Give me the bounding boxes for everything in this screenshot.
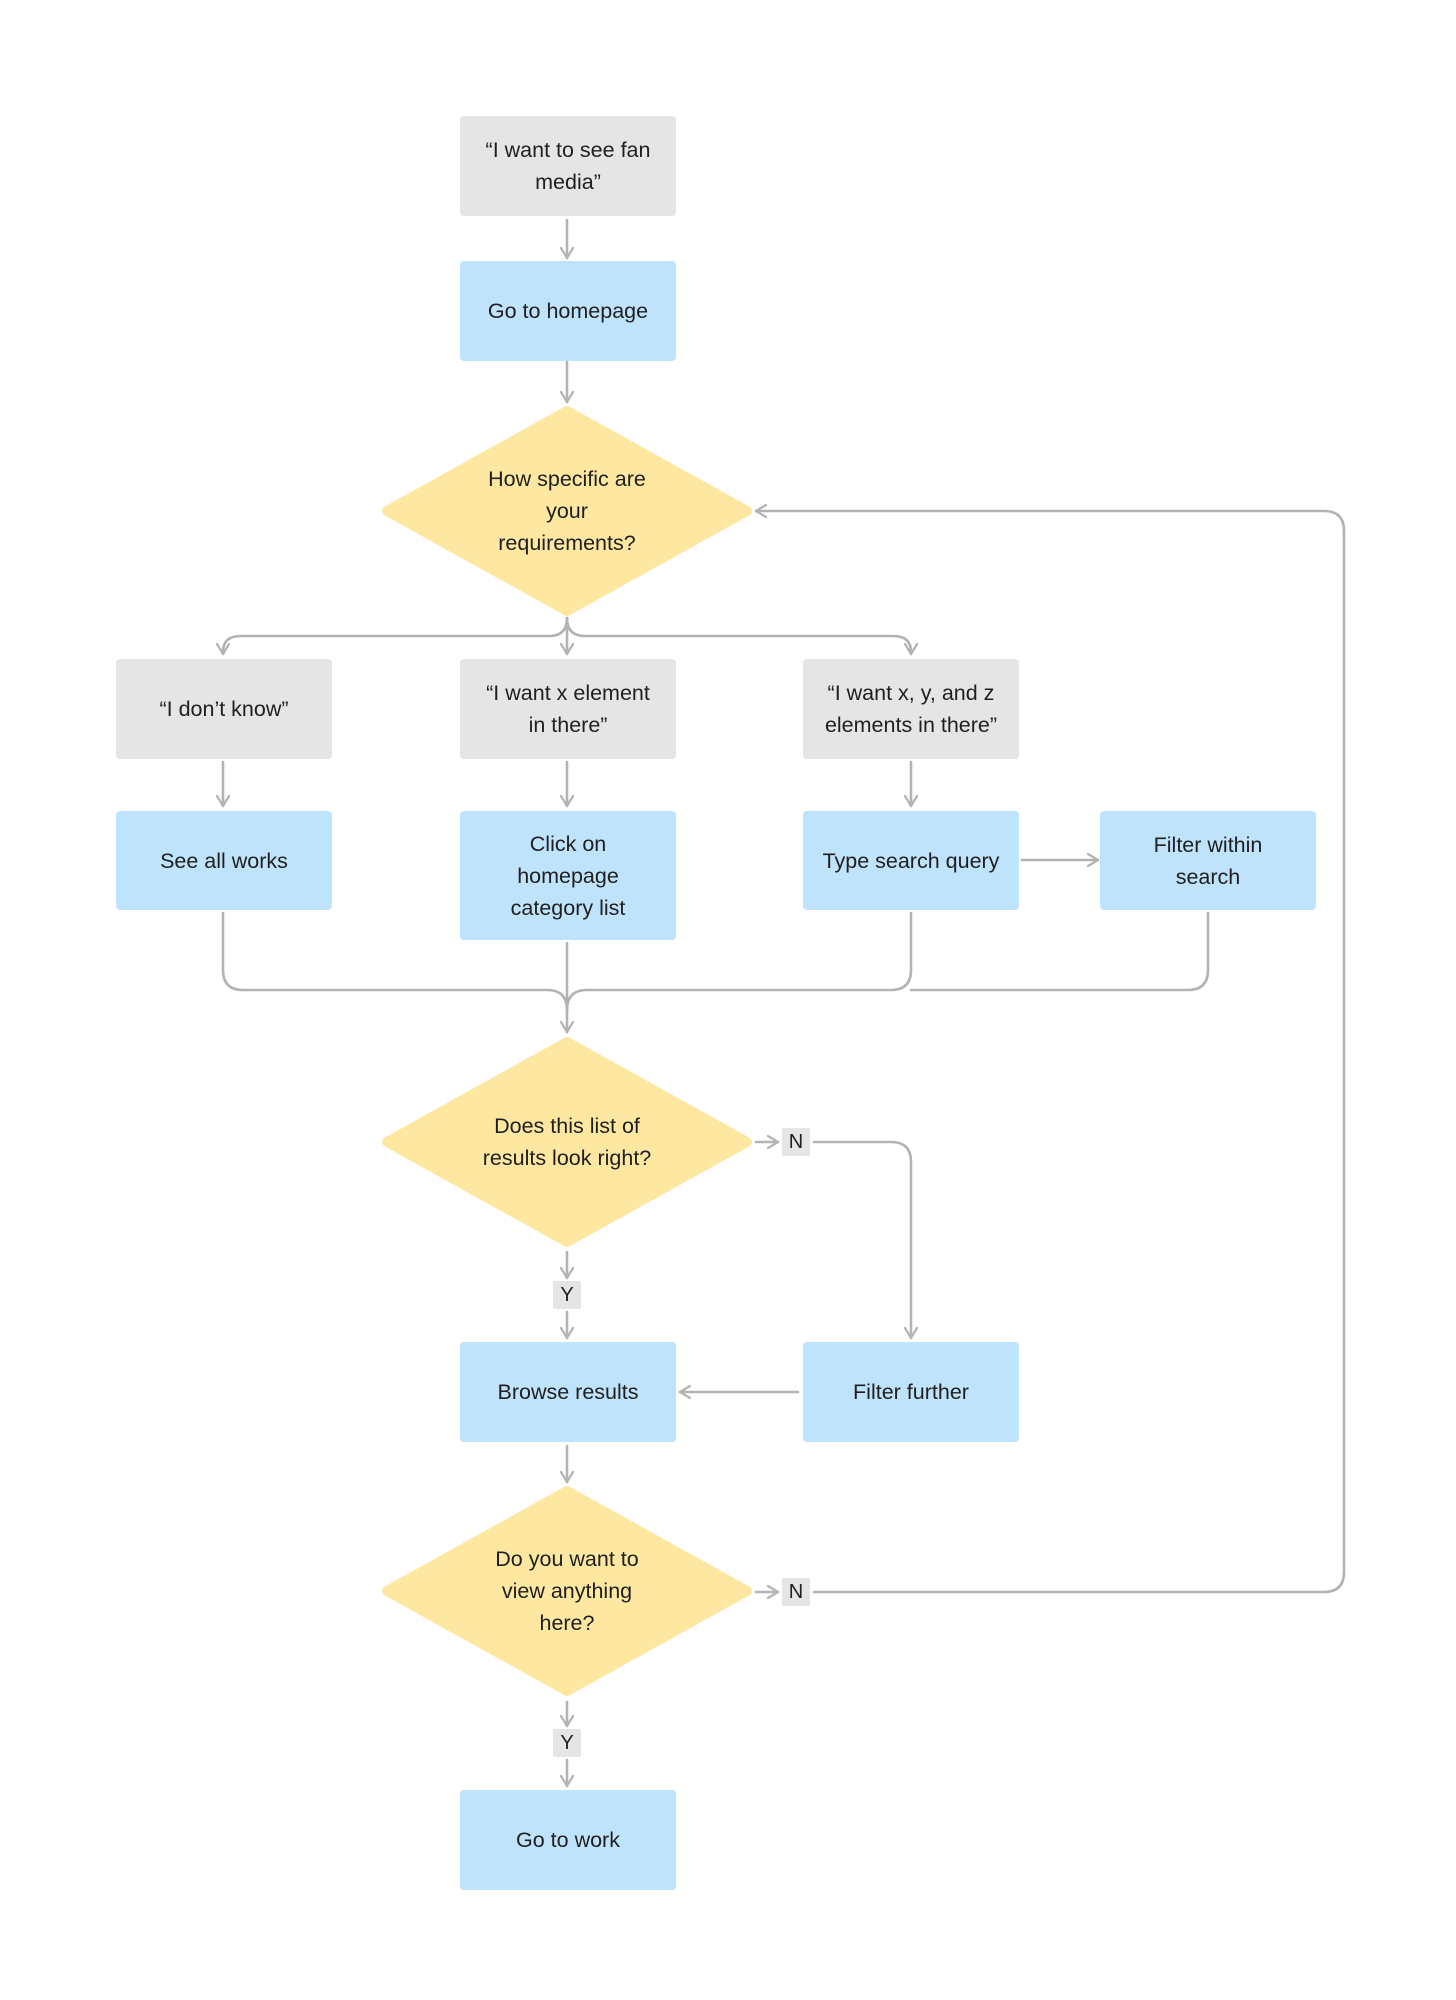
type-search-query-node: Type search query xyxy=(803,811,1019,910)
connector-loop-back xyxy=(754,511,1346,1594)
decision-results-diamond: Does this list of results look right? xyxy=(380,1035,754,1249)
connector-decision-to-want-xyz xyxy=(565,616,911,656)
go-to-homepage-node: Go to homepage xyxy=(460,261,676,361)
connector-no-to-filter-further xyxy=(812,1140,911,1340)
decision-requirements-text: How specific are your requirements? xyxy=(488,467,646,555)
view-yes-label: Y xyxy=(553,1729,581,1757)
decision-view-text: Do you want to view anything here? xyxy=(495,1547,639,1635)
dont-know-node: “I don’t know” xyxy=(116,659,332,759)
decision-requirements-diamond: How specific are your requirements? xyxy=(380,404,754,618)
filter-further-node: Filter further xyxy=(803,1342,1019,1442)
connector-see-all-merge xyxy=(221,911,569,1012)
decision-view-diamond: Do you want to view anything here? xyxy=(380,1484,754,1698)
decision-results-text: Does this list of results look right? xyxy=(482,1114,652,1170)
go-to-work-node: Go to work xyxy=(460,1790,676,1890)
want-xyz-node: “I want x, y, and z elements in there” xyxy=(803,659,1019,759)
start-node: “I want to see fan media” xyxy=(460,116,676,216)
view-no-label: N xyxy=(782,1578,810,1606)
want-x-node: “I want x element in there” xyxy=(460,659,676,759)
results-yes-label: Y xyxy=(553,1281,581,1309)
see-all-works-node: See all works xyxy=(116,811,332,910)
results-no-label: N xyxy=(782,1128,810,1156)
click-category-list-node: Click on homepage category list xyxy=(460,811,676,940)
connector-decision-to-dont-know xyxy=(223,616,569,656)
browse-results-node: Browse results xyxy=(460,1342,676,1442)
connector-query-merge xyxy=(565,911,913,1012)
connector-filter-within-merge xyxy=(909,911,1210,992)
filter-within-search-node: Filter within search xyxy=(1100,811,1316,910)
